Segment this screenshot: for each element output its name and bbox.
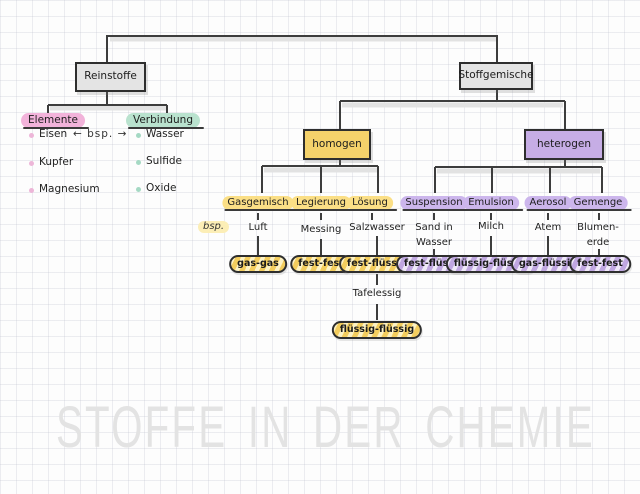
bullet-dot: [29, 188, 34, 193]
node-heterogen: heterogen: [524, 129, 604, 160]
bullet-dot: [136, 187, 141, 192]
list-item-kupfer: Kupfer: [39, 156, 74, 168]
label-elemente: Elemente: [21, 113, 89, 129]
header-emulsion: Emulsion: [463, 196, 523, 211]
list-item-wasser: Wasser: [146, 128, 184, 140]
bullet-dot: [136, 160, 141, 165]
bsp-arrow: ← bsp. →: [73, 128, 128, 140]
badge-gas-gas: gas-gas: [229, 255, 287, 273]
example-messing: Messing: [300, 224, 342, 235]
example-luft: Luft: [248, 222, 268, 233]
bullet-dot: [136, 133, 141, 138]
example-sand-in-wasser: Sand in Wasser: [415, 222, 453, 248]
example-atem: Atem: [534, 222, 562, 233]
page-title-watermark: STOFFE IN DER CHEMIE: [56, 393, 595, 460]
list-item-eisen: Eisen: [39, 128, 68, 140]
header-legierung: Legierung: [291, 196, 355, 211]
badge-fest-fest-het: fest-fest: [569, 255, 631, 273]
header-gemenge: Gemenge: [568, 196, 631, 211]
bullet-dot: [29, 161, 34, 166]
example-milch: Milch: [477, 221, 505, 232]
example-tafelessig: Tafelessig: [352, 288, 402, 299]
node-homogen: homogen: [303, 129, 371, 160]
bullet-dot: [29, 133, 34, 138]
header-loesung: Lösung: [347, 196, 397, 211]
header-suspension: Suspension: [400, 196, 472, 211]
header-aerosol: Aerosol: [524, 196, 576, 211]
node-reinstoffe: Reinstoffe: [75, 62, 146, 92]
example-salzwasser: Salzwasser: [349, 222, 405, 233]
example-blumenerde: Blumen- erde: [577, 222, 619, 248]
header-gasgemisch: Gasgemisch: [222, 196, 298, 211]
list-item-sulfide: Sulfide: [146, 155, 182, 167]
bsp-label: bsp.: [198, 221, 230, 233]
node-stoffgemische: Stoffgemische: [458, 62, 534, 90]
list-item-magnesium: Magnesium: [39, 183, 100, 195]
list-item-oxide: Oxide: [146, 182, 177, 194]
label-verbindung: Verbindung: [125, 113, 205, 129]
badge-fluessig-fluessig: flüssig-flüssig: [331, 321, 423, 339]
